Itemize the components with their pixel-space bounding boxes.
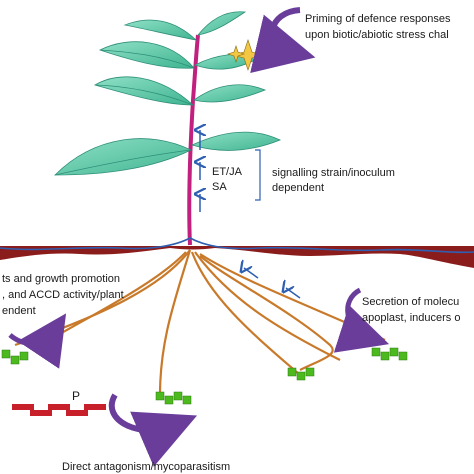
microbe-chain-middle <box>287 367 315 381</box>
signalling-label-line2: dependent <box>272 182 324 194</box>
leaf-low-right <box>190 131 281 151</box>
secretion-label-line2: apoplast, inducers o <box>362 312 460 324</box>
priming-label-line1: Priming of defence responses <box>305 13 451 25</box>
bottom-curved-arrow-icon <box>108 393 198 467</box>
secretion-label-line1: Secretion of molecu <box>362 296 459 308</box>
leaf-top-left <box>123 19 198 41</box>
growth-label-line1: ts and growth promotion <box>2 273 120 285</box>
root-6 <box>34 251 187 351</box>
leaf-veins <box>54 49 195 176</box>
plant-leaves <box>54 11 281 176</box>
et-ja-label: ET/JA <box>212 166 243 178</box>
curved-arrow-icon <box>250 7 316 73</box>
leaf-low-left <box>54 138 192 176</box>
phosphate-chain <box>12 404 106 416</box>
microbe-chain-left <box>1 349 29 365</box>
antagonism-label: Direct antagonism/mycoparasitism <box>62 461 230 473</box>
signalling-bracket <box>255 149 261 201</box>
phosphate-label: P <box>72 389 80 403</box>
soil-surface <box>0 246 474 268</box>
roots <box>14 249 386 396</box>
root-7 <box>199 255 334 371</box>
signalling-label-line1: signalling strain/inoculum <box>272 167 395 179</box>
root-3 <box>190 251 301 376</box>
sa-label: SA <box>212 181 227 193</box>
plant-stem <box>187 34 200 246</box>
left-curved-arrow-icon <box>8 313 67 369</box>
microbe-chain-bottom <box>155 391 192 405</box>
growth-label-line2: , and ACCD activity/plant <box>2 289 124 301</box>
leaf-top-right <box>197 11 247 36</box>
priming-label-line2: upon biotic/abiotic stress chal <box>305 29 449 41</box>
right-curved-arrow-icon <box>333 287 390 353</box>
root-4 <box>194 251 341 361</box>
root-5 <box>199 253 386 341</box>
microbe-chain-right <box>371 347 408 361</box>
leaf-mid-right <box>193 84 267 103</box>
root-signal-arrows <box>244 268 301 299</box>
root-2 <box>158 249 192 396</box>
growth-label-line3: endent <box>2 305 36 317</box>
soil-line <box>0 237 474 254</box>
